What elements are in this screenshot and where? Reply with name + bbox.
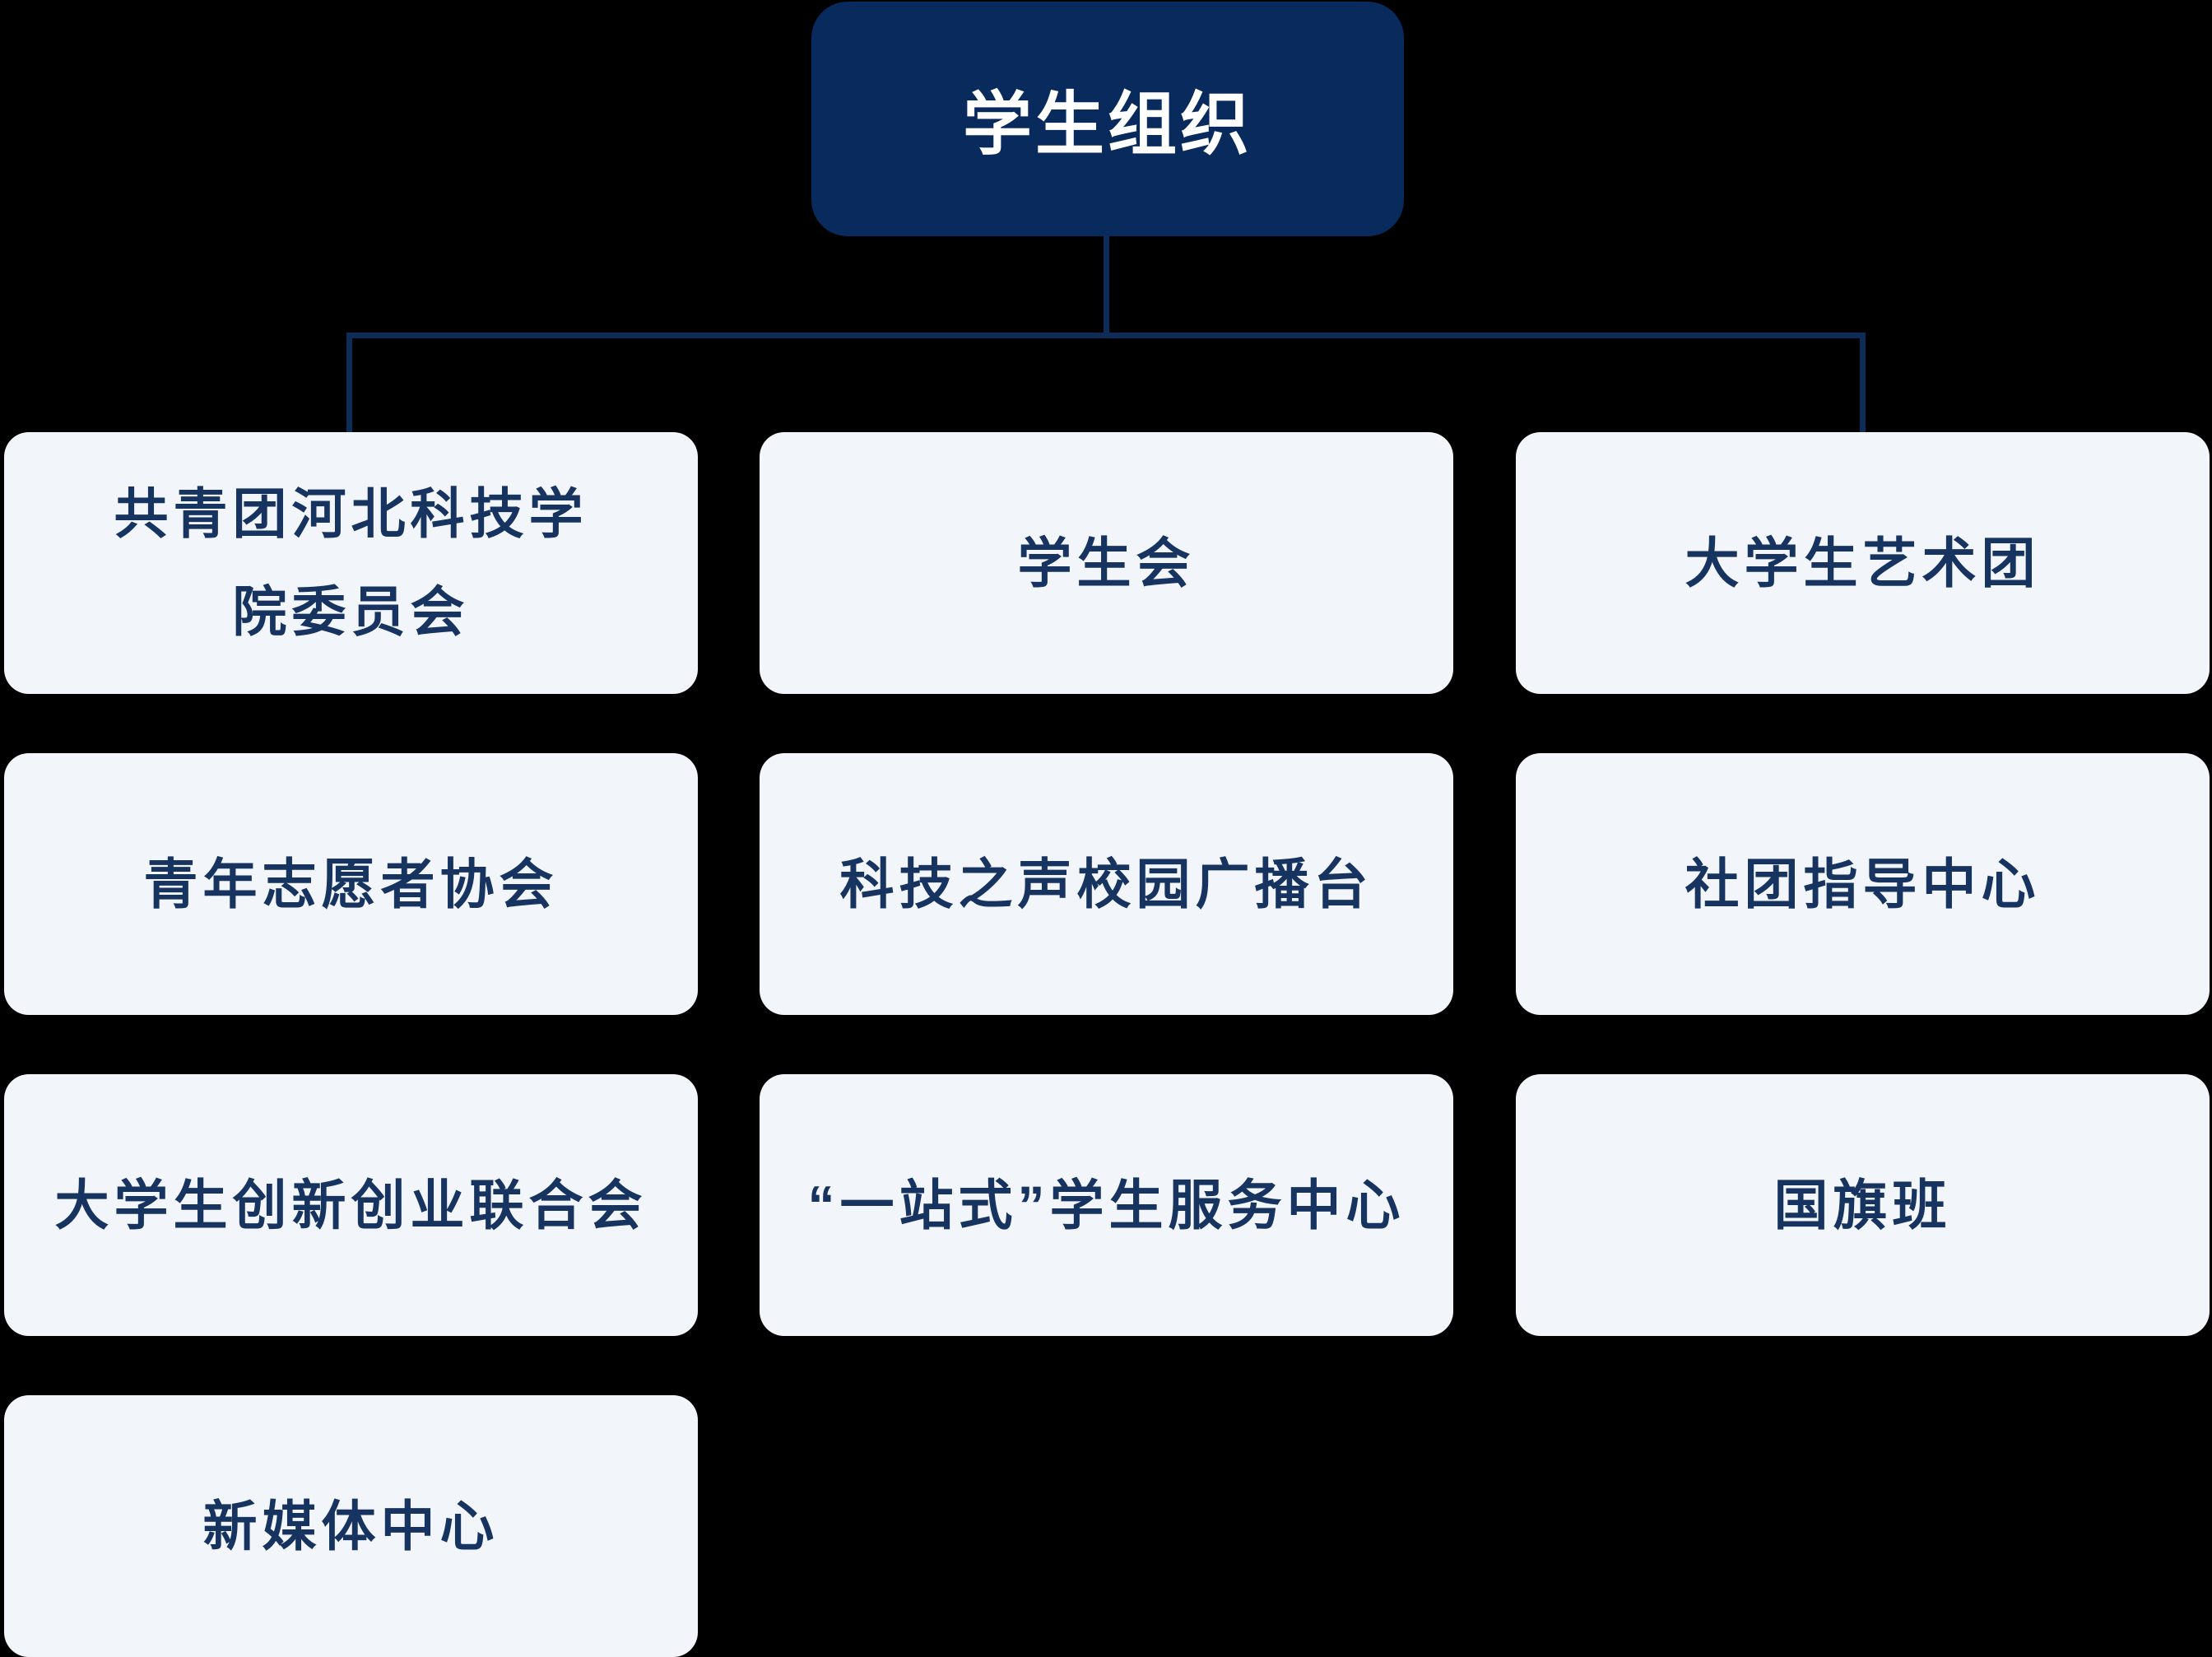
org-card-one-stop-service-center: “一站式”学生服务中心	[760, 1074, 1453, 1336]
org-card-label: 科技之声校园广播台	[839, 853, 1373, 915]
org-card-youth-volunteers: 青年志愿者协会	[4, 753, 698, 1015]
connector-right-drop	[1860, 333, 1866, 432]
connector-left-drop	[346, 333, 352, 432]
org-card-campus-radio: 科技之声校园广播台	[760, 753, 1453, 1015]
org-card-new-media-center: 新媒体中心	[4, 1395, 698, 1657]
root-node: 学生组织	[811, 2, 1404, 236]
org-card-label: 大学生创新创业联合会	[54, 1174, 648, 1236]
org-card-innovation-federation: 大学生创新创业联合会	[4, 1074, 698, 1336]
connector-root-stem	[1104, 236, 1109, 334]
org-card-club-guidance-center: 社团指导中心	[1516, 753, 2210, 1015]
org-card-label: 大学生艺术团	[1685, 532, 2041, 593]
org-card-league-committee: 共青团河北科技学 院委员会	[4, 432, 698, 694]
org-card-label: 新媒体中心	[202, 1495, 500, 1557]
org-card-label: 共青团河北科技学 院委员会	[114, 483, 588, 642]
org-card-label: 国旗班	[1773, 1174, 1952, 1236]
org-card-label: 学生会	[1017, 532, 1196, 593]
org-card-student-union: 学生会	[760, 432, 1453, 694]
org-card-label: 青年志愿者协会	[143, 853, 559, 915]
org-card-flag-class: 国旗班	[1516, 1074, 2210, 1336]
connector-rail	[346, 333, 1866, 338]
root-node-label: 学生组织	[962, 86, 1252, 163]
org-card-art-troupe: 大学生艺术团	[1516, 432, 2210, 694]
org-card-label: 社团指导中心	[1685, 853, 2041, 915]
org-card-label: “一站式”学生服务中心	[807, 1174, 1406, 1236]
